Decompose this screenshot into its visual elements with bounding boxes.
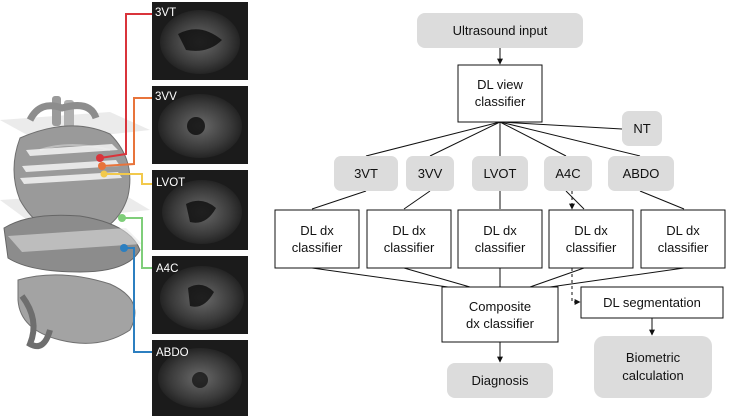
dx-classifier-3vv: DL dx classifier	[366, 209, 452, 269]
segmentation-label: DL segmentation	[603, 295, 701, 310]
composite-line1: Composite	[469, 299, 531, 314]
connector-a4c	[122, 217, 152, 269]
dashed-connectors	[569, 191, 581, 305]
ultrasound-abdo: ABDO	[152, 340, 248, 416]
view-box-abdo: ABDO	[608, 156, 674, 191]
ultrasound-input-box: Ultrasound input	[417, 13, 583, 48]
view-boxes: 3VT 3VV LVOT A4C ABDO	[334, 156, 674, 191]
dx-classifier-3vt: DL dx classifier	[274, 209, 360, 269]
dx-classifier-line1: DL dx	[300, 223, 334, 238]
view-label-lvot: LVOT	[484, 166, 517, 181]
composite-classifier-box: Composite dx classifier	[441, 286, 559, 343]
label-abdo: ABDO	[156, 347, 189, 359]
view-classifier-line1: DL view	[477, 77, 523, 92]
connector-abdo	[124, 247, 152, 353]
view-box-lvot: LVOT	[472, 156, 528, 191]
view-label-abdo: ABDO	[623, 166, 660, 181]
dx-classifier-line1: DL dx	[392, 223, 426, 238]
diagnosis-label: Diagnosis	[471, 373, 529, 388]
view-box-3vt: 3VT	[334, 156, 398, 191]
dx-classifier-line2: classifier	[292, 240, 343, 255]
view-classifier-line2: classifier	[475, 94, 526, 109]
connector-lvot	[104, 173, 152, 185]
view-label-a4c: A4C	[555, 166, 580, 181]
ultrasound-3vv: 3VV	[152, 86, 248, 164]
label-lvot: LVOT	[156, 177, 185, 189]
dx-classifier-a4c: DL dx classifier	[548, 209, 634, 269]
dx-classifier-abdo: DL dx classifier	[640, 209, 726, 269]
ultrasound-3vt: 3VT	[152, 2, 248, 80]
ultrasound-lvot: LVOT	[152, 170, 248, 250]
dx-classifier-line1: DL dx	[483, 223, 517, 238]
dx-classifier-boxes: DL dx classifier DL dx classifier DL dx …	[274, 209, 726, 269]
dx-classifier-lvot: DL dx classifier	[457, 209, 543, 269]
composite-line2: dx classifier	[466, 316, 535, 331]
view-box-a4c: A4C	[544, 156, 592, 191]
view-connectors	[99, 13, 152, 353]
nt-box: NT	[622, 111, 662, 146]
ultrasound-thumbnails: 3VT 3VV LVOT A4C ABDO	[152, 2, 248, 416]
dx-classifier-line1: DL dx	[574, 223, 608, 238]
dx-classifier-line2: classifier	[384, 240, 435, 255]
view-label-3vv: 3VV	[418, 166, 443, 181]
view-label-3vt: 3VT	[354, 166, 378, 181]
ultrasound-a4c: A4C	[152, 256, 248, 334]
ultrasound-input-label: Ultrasound input	[453, 23, 548, 38]
label-a4c: A4C	[156, 263, 178, 275]
label-3vv: 3VV	[155, 91, 177, 103]
label-3vt: 3VT	[155, 7, 176, 19]
segmentation-box: DL segmentation	[580, 286, 724, 319]
dx-classifier-line2: classifier	[475, 240, 526, 255]
dx-classifier-line2: classifier	[658, 240, 709, 255]
dx-classifier-line1: DL dx	[666, 223, 700, 238]
heart-anatomy-illustration	[0, 96, 150, 350]
connector-3vt	[99, 13, 152, 159]
connector-dots	[96, 154, 128, 252]
view-classifier-box: DL view classifier	[457, 64, 543, 123]
view-box-3vv: 3VV	[406, 156, 454, 191]
flow-connectors	[311, 48, 685, 363]
nt-label: NT	[633, 121, 650, 136]
biometric-box: Biometric calculation	[594, 336, 712, 398]
diagnosis-box: Diagnosis	[447, 363, 553, 398]
biometric-line2: calculation	[622, 368, 683, 383]
connector-3vv	[101, 97, 152, 167]
dx-classifier-line2: classifier	[566, 240, 617, 255]
biometric-line1: Biometric	[626, 350, 681, 365]
